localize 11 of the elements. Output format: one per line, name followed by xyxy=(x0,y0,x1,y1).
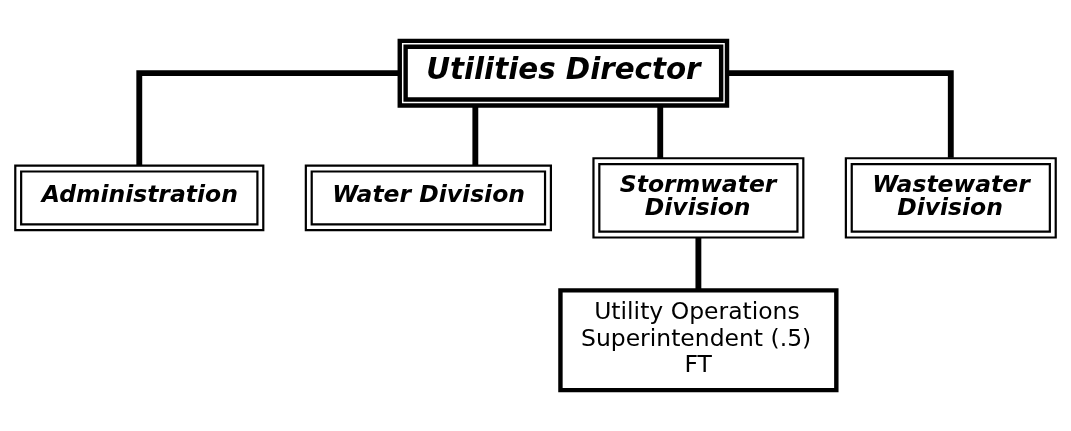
node-box: Administration xyxy=(14,164,265,232)
connector xyxy=(472,105,479,166)
node-box: Water Division xyxy=(304,164,552,232)
node-box: Utility Operations Superintendent (.5) FT xyxy=(558,288,839,393)
node-box: Wastewater Division xyxy=(844,157,1057,239)
connector xyxy=(136,70,400,166)
connector xyxy=(695,237,702,291)
connector xyxy=(727,70,954,158)
node-box: Utilities Director xyxy=(397,38,730,108)
node-box: Stormwater Division xyxy=(592,157,805,239)
connector xyxy=(657,105,664,159)
